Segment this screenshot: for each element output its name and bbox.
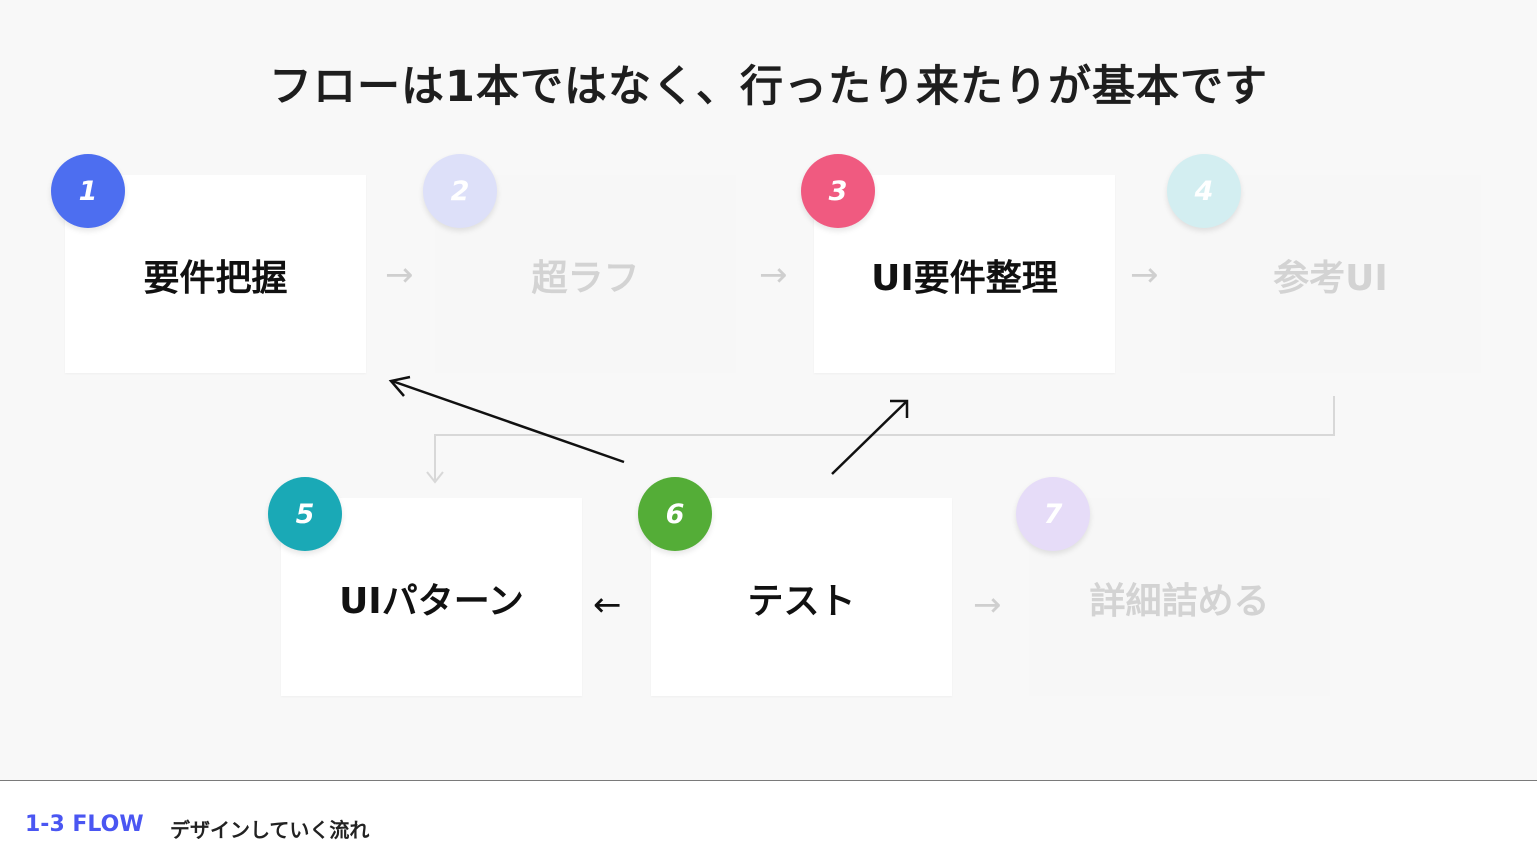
arrow-right-3-to-4: →	[1130, 255, 1159, 295]
arrow-right-1-to-2: →	[385, 255, 414, 295]
step-number-badge-5: 5	[268, 477, 342, 551]
step-label: 超ラフ	[531, 258, 640, 299]
step-number-badge-6: 6	[638, 477, 712, 551]
arrow-right-2-to-3: →	[759, 255, 788, 295]
arrow-right-6-to-7: →	[973, 585, 1002, 625]
step-number-badge-2: 2	[423, 154, 497, 228]
step-label: 参考UI	[1273, 258, 1388, 299]
slide-title: フローは1本ではなく、行ったり来たりが基本です	[269, 62, 1268, 112]
step-label: UIパターン	[339, 581, 524, 622]
back-arrow-6-to-3-head	[890, 399, 909, 418]
footer-bar	[0, 781, 1537, 865]
footer-divider	[0, 780, 1537, 781]
arrow-left-6-to-5: ←	[593, 585, 622, 625]
step-label: テスト	[747, 581, 856, 622]
step-number-badge-7: 7	[1016, 477, 1090, 551]
footer-section-label: 1-3 FLOW	[25, 812, 144, 837]
back-arrow-6-to-1	[391, 379, 625, 464]
footer-title: デザインしていく流れ	[170, 818, 370, 842]
step-label: 要件把握	[143, 258, 288, 299]
step-label: UI要件整理	[871, 258, 1058, 299]
flow-line-4-to-5-head	[426, 471, 444, 484]
step-number-badge-3: 3	[801, 154, 875, 228]
flow-line-4-to-5	[434, 396, 1335, 480]
connectors	[388, 375, 1335, 484]
step-label: 詳細詰める	[1089, 581, 1270, 622]
back-arrow-6-to-3	[831, 400, 908, 475]
step-number-badge-4: 4	[1167, 154, 1241, 228]
step-number-badge-1: 1	[51, 154, 125, 228]
back-arrow-6-to-1-head	[388, 375, 411, 397]
